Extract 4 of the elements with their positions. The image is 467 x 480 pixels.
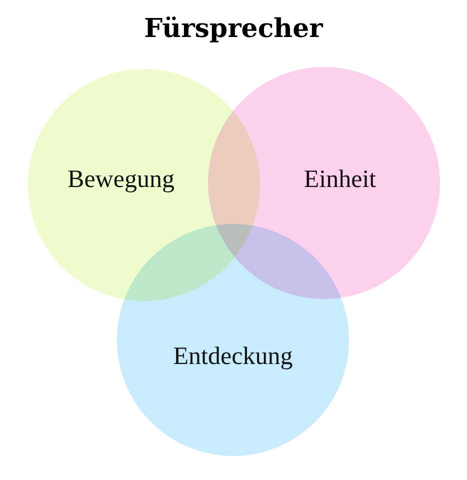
circle-label: Bewegung (68, 166, 174, 194)
circle-label: Entdeckung (173, 343, 293, 371)
circle-label: Einheit (304, 166, 376, 194)
diagram-title: Fürsprecher (144, 14, 323, 44)
